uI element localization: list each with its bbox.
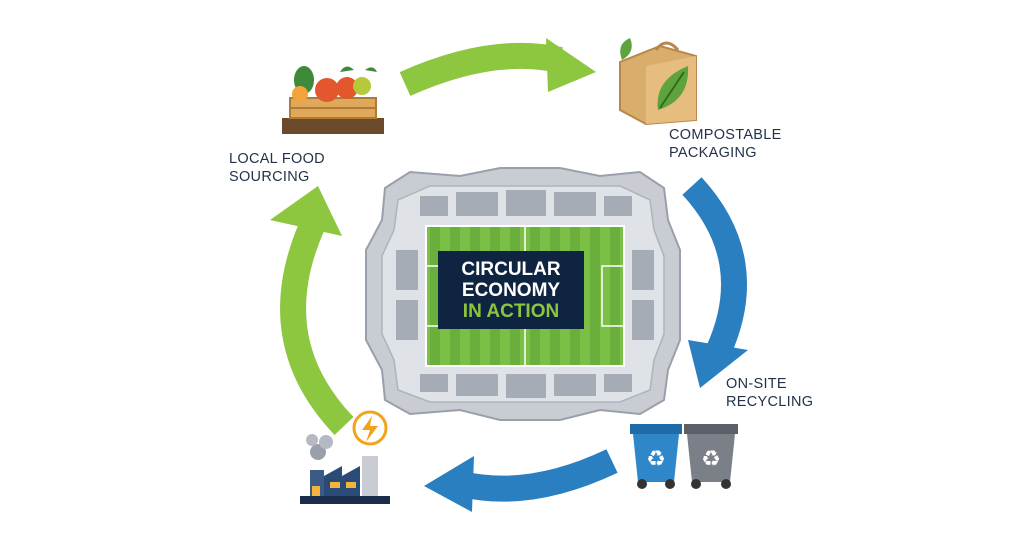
arrow-right-blue [682,177,748,388]
label-line: COMPOSTABLE [669,127,782,143]
label-line: PACKAGING [669,145,757,161]
center-title-line1: CIRCULAR [461,258,561,280]
factory-energy-icon [300,410,390,504]
produce-crate-icon [282,66,384,134]
center-title-line3: IN ACTION [462,300,560,322]
svg-text:♻: ♻ [701,447,721,472]
label-on-site-recycling: ON-SITE RECYCLING [726,375,813,411]
label-compostable-packaging: COMPOSTABLE PACKAGING [669,126,782,162]
svg-text:♻: ♻ [646,447,666,472]
label-line: LOCAL FOOD [229,151,325,167]
center-title-line2: ECONOMY [461,279,561,301]
arrow-bottom-blue [424,449,618,512]
label-line: ON-SITE [726,376,787,392]
label-local-food-sourcing: LOCAL FOOD SOURCING [229,150,325,186]
paper-bag-leaf-icon [619,38,697,126]
recycling-bins-icon: ♻ ♻ [630,424,738,489]
arrow-top-green [399,38,596,96]
label-line: SOURCING [229,169,310,185]
center-title-box: CIRCULAR ECONOMY IN ACTION [438,251,584,329]
label-line: RECYCLING [726,394,814,410]
arrow-left-green [270,186,354,435]
